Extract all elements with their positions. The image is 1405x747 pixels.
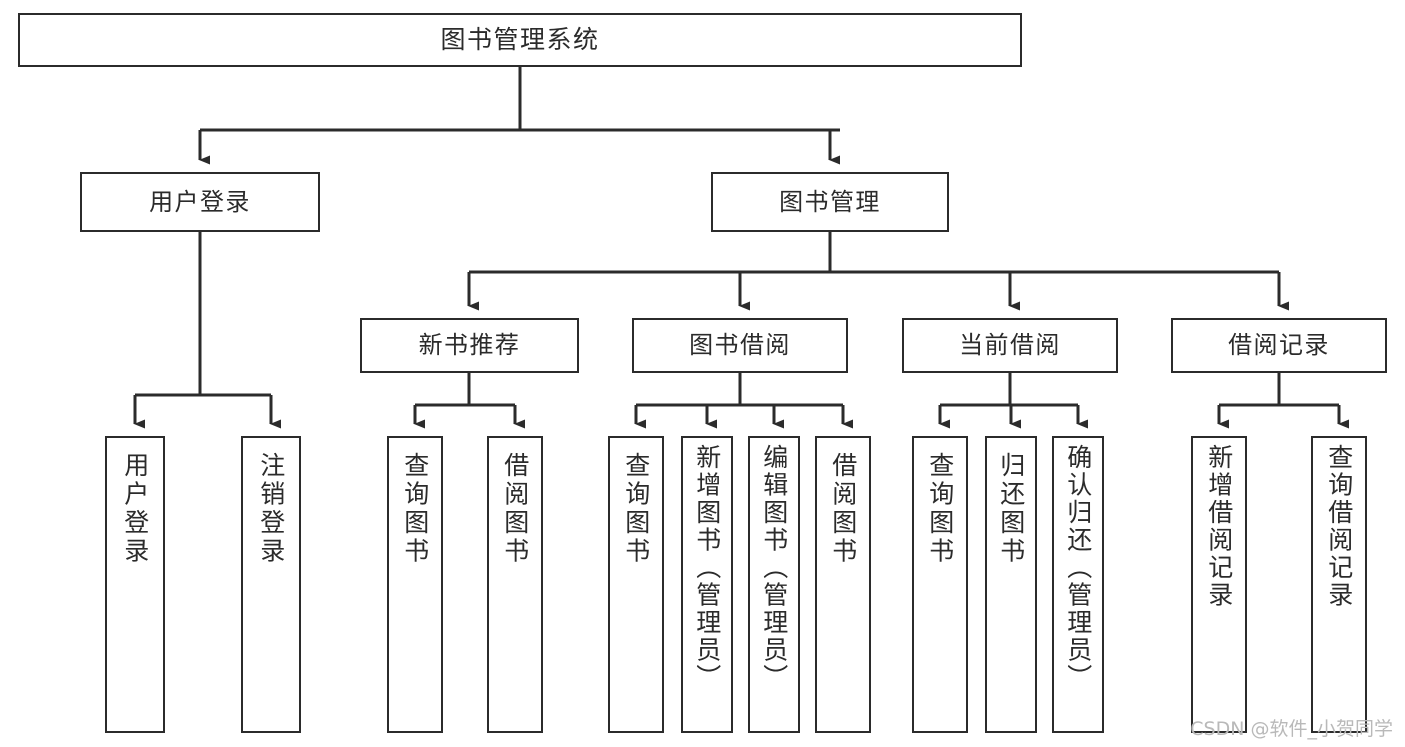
node-label-user-login: 用户登录 bbox=[149, 187, 251, 216]
node-label-leaf-add-borrow-record: 新增借阅记录 bbox=[1204, 444, 1234, 609]
node-new-book-recommendation[interactable]: 新书推荐 bbox=[360, 318, 579, 373]
node-leaf-add-book[interactable]: 新增图书（管理员） bbox=[681, 436, 733, 733]
node-label-leaf-user-login: 用户登录 bbox=[120, 452, 150, 566]
node-label-leaf-query-borrow-record: 查询借阅记录 bbox=[1324, 444, 1354, 609]
node-label-root-system: 图书管理系统 bbox=[440, 25, 600, 55]
node-leaf-query-book-2[interactable]: 查询图书 bbox=[608, 436, 664, 733]
node-label-borrowing-record: 借阅记录 bbox=[1228, 331, 1330, 360]
node-borrowing-record[interactable]: 借阅记录 bbox=[1171, 318, 1387, 373]
node-label-leaf-return-book: 归还图书 bbox=[996, 452, 1026, 566]
node-label-leaf-query-book-2: 查询图书 bbox=[621, 452, 651, 566]
node-label-leaf-query-book-1: 查询图书 bbox=[400, 452, 430, 566]
node-leaf-edit-book[interactable]: 编辑图书（管理员） bbox=[748, 436, 800, 733]
node-label-book-management: 图书管理 bbox=[779, 187, 881, 216]
node-leaf-query-book-1[interactable]: 查询图书 bbox=[387, 436, 443, 733]
node-user-login[interactable]: 用户登录 bbox=[80, 172, 320, 232]
node-label-current-borrowing: 当前借阅 bbox=[959, 331, 1061, 360]
node-label-leaf-query-book-3: 查询图书 bbox=[925, 452, 955, 566]
node-label-new-book-recommendation: 新书推荐 bbox=[418, 331, 521, 360]
node-leaf-query-borrow-record[interactable]: 查询借阅记录 bbox=[1311, 436, 1367, 733]
node-leaf-query-book-3[interactable]: 查询图书 bbox=[912, 436, 968, 733]
node-label-leaf-logout: 注销登录 bbox=[256, 452, 286, 566]
node-book-borrowing[interactable]: 图书借阅 bbox=[632, 318, 848, 373]
node-leaf-user-login[interactable]: 用户登录 bbox=[105, 436, 165, 733]
node-root-system[interactable]: 图书管理系统 bbox=[18, 13, 1022, 67]
node-current-borrowing[interactable]: 当前借阅 bbox=[902, 318, 1118, 373]
node-leaf-confirm-return[interactable]: 确认归还（管理员） bbox=[1052, 436, 1104, 733]
node-book-management[interactable]: 图书管理 bbox=[711, 172, 949, 232]
node-label-leaf-confirm-return: 确认归还（管理员） bbox=[1063, 444, 1093, 692]
node-leaf-add-borrow-record[interactable]: 新增借阅记录 bbox=[1191, 436, 1247, 733]
node-leaf-borrow-book-1[interactable]: 借阅图书 bbox=[487, 436, 543, 733]
node-label-book-borrowing: 图书借阅 bbox=[689, 331, 791, 360]
node-leaf-borrow-book-2[interactable]: 借阅图书 bbox=[815, 436, 871, 733]
node-leaf-logout[interactable]: 注销登录 bbox=[241, 436, 301, 733]
node-label-leaf-add-book: 新增图书（管理员） bbox=[692, 444, 722, 692]
node-label-leaf-borrow-book-2: 借阅图书 bbox=[828, 452, 858, 566]
node-label-leaf-edit-book: 编辑图书（管理员） bbox=[759, 444, 789, 692]
node-label-leaf-borrow-book-1: 借阅图书 bbox=[500, 452, 530, 566]
csdn-watermark: CSDN @软件_小贺同学 bbox=[1190, 718, 1393, 740]
node-leaf-return-book[interactable]: 归还图书 bbox=[985, 436, 1037, 733]
